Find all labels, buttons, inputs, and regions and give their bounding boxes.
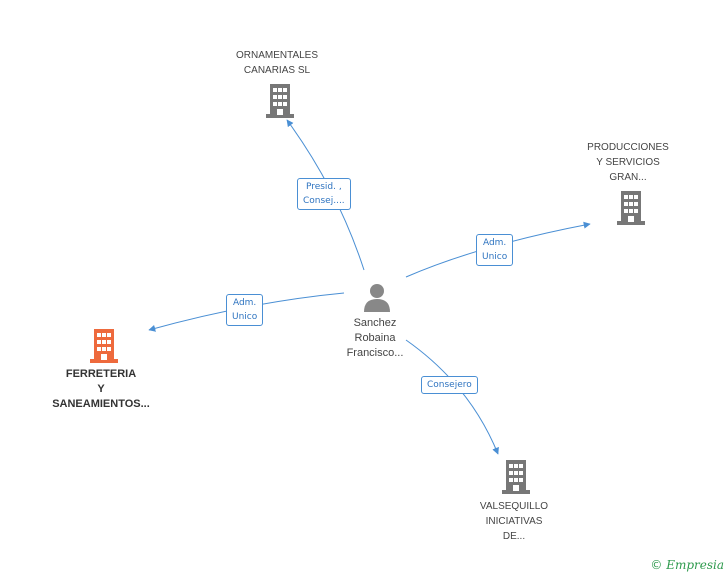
brand-watermark: © Empresia: [650, 558, 724, 572]
edge-label-line: Consej....: [303, 196, 345, 206]
person-icon[interactable]: [362, 282, 392, 312]
label-line: ORNAMENTALES: [235, 50, 319, 61]
building-icon-producciones[interactable]: [615, 191, 647, 225]
edge-label-producciones[interactable]: Adm. Unico: [476, 234, 514, 266]
building-icon-ornamentales[interactable]: [264, 84, 296, 118]
edge-label-valsequillo[interactable]: Consejero: [421, 376, 478, 394]
building-icon-ferreteria[interactable]: [88, 329, 120, 363]
edge-label-ornamentales[interactable]: Presid. , Consej....: [297, 178, 351, 210]
label-line: Y SERVICIOS: [596, 157, 660, 168]
edge-label-line: Adm.: [232, 298, 257, 308]
label-line: INICIATIVAS: [485, 516, 543, 527]
edge-label-line: Unico: [232, 312, 258, 322]
node-label-ferreteria[interactable]: FERRETERIA Y SANEAMIENTOS...: [31, 367, 171, 412]
edge-label-line: Consejero: [427, 380, 472, 390]
node-label-person[interactable]: Sanchez Robaina Francisco...: [305, 316, 445, 361]
edge-label-line: Adm.: [482, 238, 507, 248]
brand-name: Empresia: [666, 558, 724, 572]
node-label-valsequillo[interactable]: VALSEQUILLO INICIATIVAS DE...: [444, 499, 584, 544]
label-line: FERRETERIA: [65, 368, 137, 380]
label-line: Y: [97, 383, 105, 395]
label-line: Sanchez: [353, 317, 397, 329]
node-label-producciones[interactable]: PRODUCCIONES Y SERVICIOS GRAN...: [558, 140, 698, 185]
copyright-symbol: ©: [650, 558, 663, 572]
label-line: Francisco...: [346, 347, 404, 359]
label-line: VALSEQUILLO: [479, 501, 549, 512]
edge-label-line: Presid. ,: [305, 182, 342, 192]
node-label-ornamentales[interactable]: ORNAMENTALES CANARIAS SL: [207, 48, 347, 78]
label-line: DE...: [502, 531, 526, 542]
label-line: GRAN...: [609, 172, 647, 183]
building-icon-valsequillo[interactable]: [500, 460, 532, 494]
edge-label-line: Unico: [482, 252, 508, 262]
label-line: SANEAMIENTOS...: [52, 398, 150, 410]
label-line: Robaina: [354, 332, 396, 344]
label-line: CANARIAS SL: [243, 65, 311, 76]
edge-label-ferreteria[interactable]: Adm. Unico: [226, 294, 264, 326]
label-line: PRODUCCIONES: [587, 142, 669, 153]
